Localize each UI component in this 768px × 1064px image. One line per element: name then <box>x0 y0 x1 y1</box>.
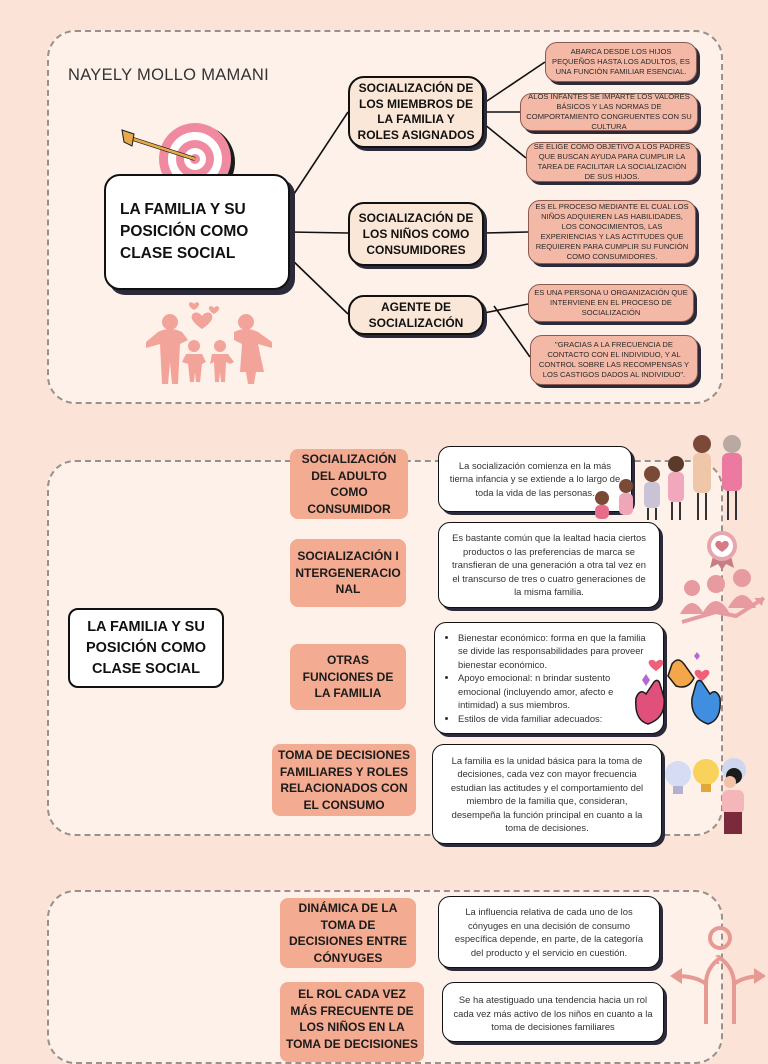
detail-intergeneracional: Es bastante común que la lealtad hacia c… <box>438 522 660 608</box>
detail-frecuencia-contacto: "GRACIAS A LA FRECUENCIA DE CONTACTO CON… <box>530 335 698 385</box>
svg-text:?: ? <box>715 953 722 967</box>
detail-toma-decisiones: La familia es la unidad básica para la t… <box>432 744 662 844</box>
author-name: NAYELY MOLLO MAMANI <box>68 66 270 84</box>
list-item: Bienestar económico: forma en que la fam… <box>458 631 654 672</box>
group-growth-icon <box>676 568 768 628</box>
branch-socializacion-ninos: SOCIALIZACIÓN DE LOS NIÑOS COMO CONSUMID… <box>348 202 484 266</box>
branch-adulto-consumidor: SOCIALIZACIÓN DEL ADULTO COMO CONSUMIDOR <box>290 449 408 519</box>
detail-dinamica-conyuges: La influencia relativa de cada uno de lo… <box>438 896 660 968</box>
branch-rol-ninos: EL ROL CADA VEZ MÁS FRECUENTE DE LOS NIÑ… <box>280 982 424 1062</box>
main-title-2: LA FAMILIA Y SU POSICIÓN COMO CLASE SOCI… <box>85 618 207 677</box>
branch-dinamica-conyuges: DINÁMICA DE LA TOMA DE DECISIONES ENTRE … <box>280 898 416 968</box>
badge-icon <box>704 528 740 570</box>
decision-arrows-icon: ? <box>668 920 768 1024</box>
list-item: Apoyo emocional: n brindar sustento emoc… <box>458 671 654 712</box>
branch-agente-socializacion: AGENTE DE SOCIALIZACIÓN <box>348 295 484 335</box>
ideas-lightbulb-icon <box>660 752 760 836</box>
detail-persona-organizacion: ES UNA PERSONA U ORGANIZACIÓN QUE INTERV… <box>528 284 694 322</box>
branch-toma-decisiones: TOMA DE DECISIONES FAMILIARES Y ROLES RE… <box>272 744 416 816</box>
hands-icon <box>632 652 724 728</box>
detail-abarca: ABARCA DESDE LOS HIJOS PEQUEÑOS HASTA LO… <box>545 42 697 82</box>
detail-otras-funciones: Bienestar económico: forma en que la fam… <box>434 622 664 734</box>
family-icon <box>142 302 274 384</box>
detail-rol-ninos: Se ha atestiguado una tendencia hacia un… <box>442 982 664 1042</box>
main-title-box-1: LA FAMILIA Y SU POSICIÓN COMO CLASE SOCI… <box>104 174 290 290</box>
list-item: Estilos de vida familiar adecuados: <box>458 712 654 726</box>
main-title-1: LA FAMILIA Y SU POSICIÓN COMO CLASE SOCI… <box>120 201 249 262</box>
otras-funciones-list: Bienestar económico: forma en que la fam… <box>444 631 654 726</box>
branch-otras-funciones: OTRAS FUNCIONES DE LA FAMILIA <box>290 644 406 710</box>
branch-socializacion-miembros: SOCIALIZACIÓN DE LOS MIEMBROS DE LA FAMI… <box>348 76 484 148</box>
detail-infantes: ALOS INFANTES SE IMPARTE LOS VALORES BÁS… <box>520 92 698 131</box>
detail-adulto-consumidor: La socialización comienza en la más tier… <box>438 446 632 512</box>
detail-proceso-ninos: ES EL PROCESO MEDIANTE EL CUAL LOS NIÑOS… <box>528 200 696 264</box>
detail-padres: SE ELIGE COMO OBJETIVO A LOS PADRES QUE … <box>526 142 698 182</box>
generations-icon <box>582 428 754 524</box>
branch-intergeneracional: SOCIALIZACIÓN INTERGENERACIONAL <box>290 539 406 607</box>
main-title-box-2: LA FAMILIA Y SU POSICIÓN COMO CLASE SOCI… <box>68 608 224 688</box>
